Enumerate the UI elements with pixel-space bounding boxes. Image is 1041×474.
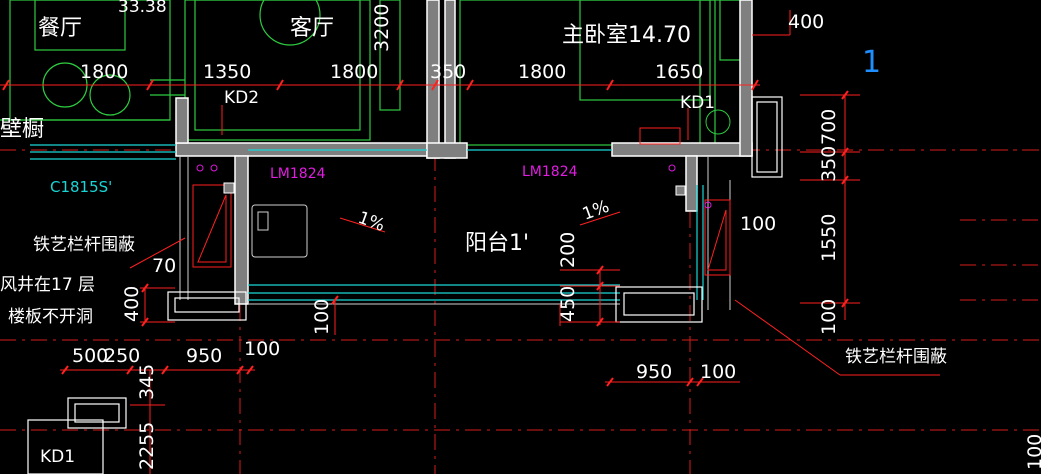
cabinet-label: 壁橱 <box>0 117 44 142</box>
dim-400: 400 <box>121 286 143 322</box>
dim-500: 500 <box>72 345 108 367</box>
railing-note-right: 铁艺栏杆围蔽 <box>845 347 947 367</box>
room-label-dining: 餐厅 <box>38 16 82 41</box>
vertical-dim-3200: 3200 <box>371 4 393 52</box>
right-top-dim: 400 <box>788 11 824 33</box>
top-dim-2: 1350 <box>203 61 251 83</box>
dim-70: 70 <box>152 255 176 277</box>
dim-100-right: 100 <box>740 213 776 235</box>
window-lines <box>30 144 704 301</box>
dim-950-left: 950 <box>186 345 222 367</box>
right-dim-700: 700 <box>818 109 840 145</box>
dim-200: 200 <box>557 232 579 268</box>
fixtures <box>196 164 712 209</box>
door-label-kd2: KD2 <box>224 88 259 108</box>
top-dim-6: 1650 <box>655 61 703 83</box>
right-dim-100: 100 <box>818 299 840 335</box>
room-label-master-bedroom: 主卧室14.70 <box>562 23 691 48</box>
area-fragment: 33.38 <box>118 0 167 17</box>
tick-marks <box>2 79 849 387</box>
right-dim-1550: 1550 <box>818 214 840 262</box>
top-dim-3: 1800 <box>330 61 378 83</box>
equipment-box <box>639 127 681 145</box>
dim-100-bottom-right: 100 <box>700 361 736 383</box>
dim-2255: 2255 <box>136 422 158 470</box>
drain-symbols <box>192 184 731 276</box>
shaft-note-line2: 楼板不开洞 <box>8 307 93 327</box>
dim-100-bottom-left: 100 <box>244 338 280 360</box>
shaft-note-line1: 风井在17 层 <box>0 275 95 295</box>
dim-250: 250 <box>104 345 140 367</box>
ventilation-circle <box>705 109 731 135</box>
window-label-lm-right: LM1824 <box>522 164 578 180</box>
top-dim-4: 350 <box>430 61 466 83</box>
room-label-balcony: 阳台1' <box>465 231 529 256</box>
room-label-living: 客厅 <box>290 16 334 41</box>
edge-dim-fragment: 100 <box>1024 434 1041 470</box>
dim-450: 450 <box>557 286 579 322</box>
top-dim-5: 1800 <box>518 61 566 83</box>
top-dim-1: 1800 <box>80 61 128 83</box>
railing-note-left: 铁艺栏杆围蔽 <box>33 235 135 255</box>
axis-number: 1 <box>862 45 881 80</box>
slope-right: 1% <box>580 197 612 225</box>
door-label-kd1-top: KD1 <box>680 93 715 113</box>
window-label-lm-left: LM1824 <box>270 166 326 182</box>
dimension-lines <box>0 10 940 474</box>
dim-950-right: 950 <box>636 361 672 383</box>
right-dim-350: 350 <box>818 146 840 182</box>
wall-markers <box>223 182 686 196</box>
dim-345: 345 <box>136 364 158 400</box>
door-label-kd1-bottom: KD1 <box>40 447 75 467</box>
end-boxes <box>27 96 783 474</box>
window-label-c1815: C1815S' <box>50 178 112 196</box>
dim-100-left: 100 <box>311 299 333 335</box>
room-outlines <box>0 0 746 146</box>
